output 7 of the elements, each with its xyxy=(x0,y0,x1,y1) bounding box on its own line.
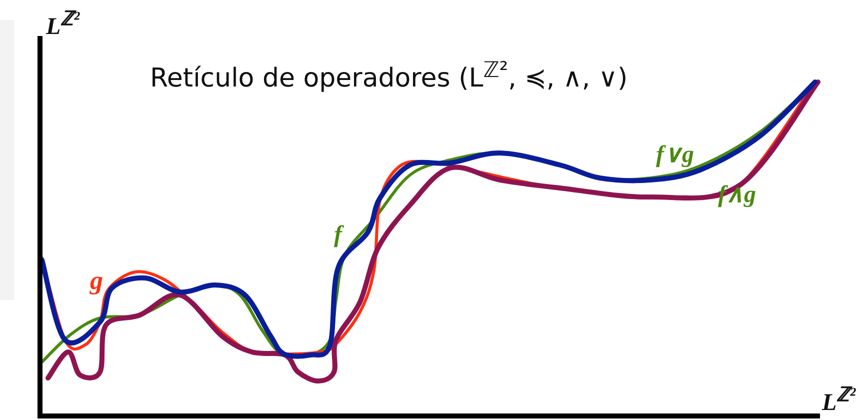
curve-label: f∨g xyxy=(656,141,694,169)
axis-label: L$^{ℤ²}$ xyxy=(46,7,80,41)
curve-label: f∧g xyxy=(718,181,756,209)
curve-label: g xyxy=(90,266,103,296)
curve-label: f xyxy=(334,222,342,249)
axis-label: L$^{ℤ²}$ xyxy=(822,383,856,417)
title: Retículo de operadores (L$^{ℤ²}$, ≼, ∧, ∨) xyxy=(150,58,628,94)
